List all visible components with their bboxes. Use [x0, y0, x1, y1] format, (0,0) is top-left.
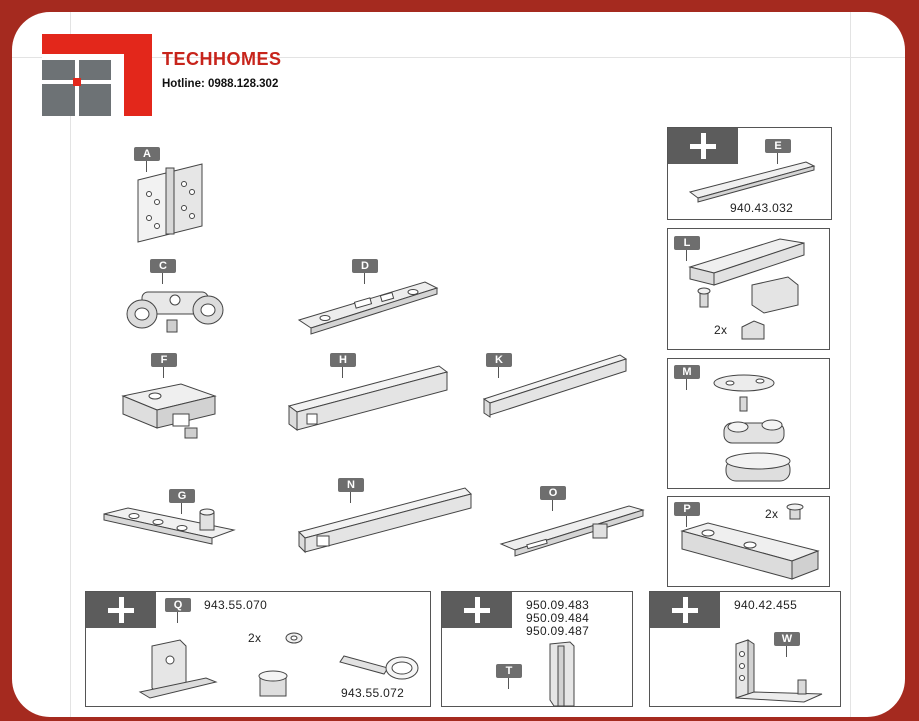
- angle-bracket-icon: [735, 639, 823, 703]
- door-stop-icon: [713, 374, 791, 482]
- qty-l: 2x: [714, 323, 728, 337]
- label-g: G: [169, 489, 195, 514]
- track-profile-icon: [482, 354, 628, 418]
- label-m: M: [674, 365, 700, 390]
- label-n: N: [338, 478, 364, 503]
- label-a: A: [134, 147, 160, 172]
- guide-line: [850, 12, 851, 717]
- panel-t: 950.09.483 950.09.484 950.09.487 T: [441, 591, 633, 707]
- label-q: Q: [165, 598, 191, 623]
- label-k: K: [486, 353, 512, 378]
- qty-q: 2x: [248, 631, 262, 645]
- label-t: T: [496, 664, 522, 689]
- plus-icon: [86, 592, 156, 628]
- panel-q: Q 943.55.070 2x 943.55.072: [85, 591, 431, 707]
- connector-plate-icon: [688, 161, 816, 203]
- panel-p: P 2x: [667, 496, 830, 587]
- guide-bracket-icon: [121, 383, 217, 439]
- plus-icon: [442, 592, 512, 628]
- plus-icon: [650, 592, 720, 628]
- adjuster-plate-icon: [680, 503, 820, 580]
- track-rail-icon: [287, 365, 449, 431]
- code-q-main: 943.55.070: [204, 598, 268, 612]
- stopper-kit-icon: [688, 238, 805, 340]
- edge-profile-icon: [549, 641, 575, 707]
- code-t-1: 950.09.483: [526, 598, 590, 612]
- floor-guide-icon: [499, 505, 645, 557]
- label-e: E: [765, 139, 791, 164]
- code-q-key: 943.55.072: [341, 686, 405, 700]
- code-t-2: 950.09.484: [526, 611, 590, 625]
- label-p: P: [674, 502, 700, 527]
- hotline-text: Hotline: 0988.128.302: [162, 78, 279, 90]
- catalog-sheet: TECHHOMES Hotline: 0988.128.302 A C D F: [12, 12, 905, 717]
- label-c: C: [150, 259, 176, 284]
- roller-carriage-icon: [126, 291, 224, 333]
- panel-e: E 940.43.032: [667, 127, 832, 220]
- brand-name: TECHHOMES: [162, 49, 282, 69]
- panel-w: 940.42.455 W: [649, 591, 841, 707]
- qty-p: 2x: [765, 507, 779, 521]
- hinge-icon: [137, 163, 203, 243]
- lock-kit-icon: [138, 632, 419, 699]
- label-d: D: [352, 259, 378, 284]
- panel-l: L 2x: [667, 228, 830, 350]
- panel-m: M: [667, 358, 830, 489]
- techhomes-logo: [42, 34, 152, 116]
- mounting-plate-icon: [297, 281, 439, 335]
- label-f: F: [151, 353, 177, 378]
- label-l: L: [674, 236, 700, 261]
- label-w: W: [774, 632, 800, 657]
- code-e: 940.43.032: [730, 201, 794, 215]
- bottom-track-icon: [298, 487, 472, 554]
- guide-line: [12, 57, 905, 58]
- plus-icon: [668, 128, 738, 164]
- code-w: 940.42.455: [734, 598, 798, 612]
- code-t-3: 950.09.487: [526, 624, 590, 638]
- guide-line: [70, 12, 71, 717]
- pivot-plate-icon: [103, 507, 236, 545]
- label-o: O: [540, 486, 566, 511]
- label-h: H: [330, 353, 356, 378]
